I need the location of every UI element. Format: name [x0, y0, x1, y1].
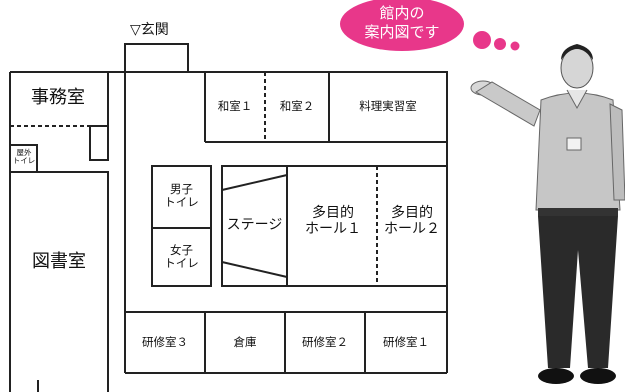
bubble-text-line2: 案内図です [364, 23, 440, 41]
person-icon [470, 44, 625, 384]
room-japanese-1: 和室１ [217, 99, 253, 113]
room-hall-1: 多目的 ホール１ [305, 205, 361, 238]
room-storage: 倉庫 [233, 335, 257, 349]
room-hall-2: 多目的 ホール２ [384, 205, 440, 238]
room-mens-toilet: 男子 トイレ [164, 182, 199, 210]
room-training-3: 研修室３ [142, 335, 188, 349]
room-training-2: 研修室２ [302, 335, 348, 349]
room-library: 図書室 [32, 251, 86, 272]
room-stage: ステージ [226, 217, 283, 233]
room-japanese-2: 和室２ [279, 99, 315, 113]
entrance-label: ▽玄関 [130, 22, 169, 38]
room-training-1: 研修室１ [383, 335, 429, 349]
room-womens-toilet: 女子 トイレ [164, 243, 199, 271]
floor-plan-walls [9, 43, 448, 392]
speech-bubble [340, 0, 520, 51]
room-office: 事務室 [31, 87, 85, 108]
room-outdoor-toilet: 屋外 トイレ [12, 148, 36, 165]
room-cooking: 料理実習室 [359, 99, 417, 113]
bubble-text-line1: 館内の [379, 4, 425, 22]
